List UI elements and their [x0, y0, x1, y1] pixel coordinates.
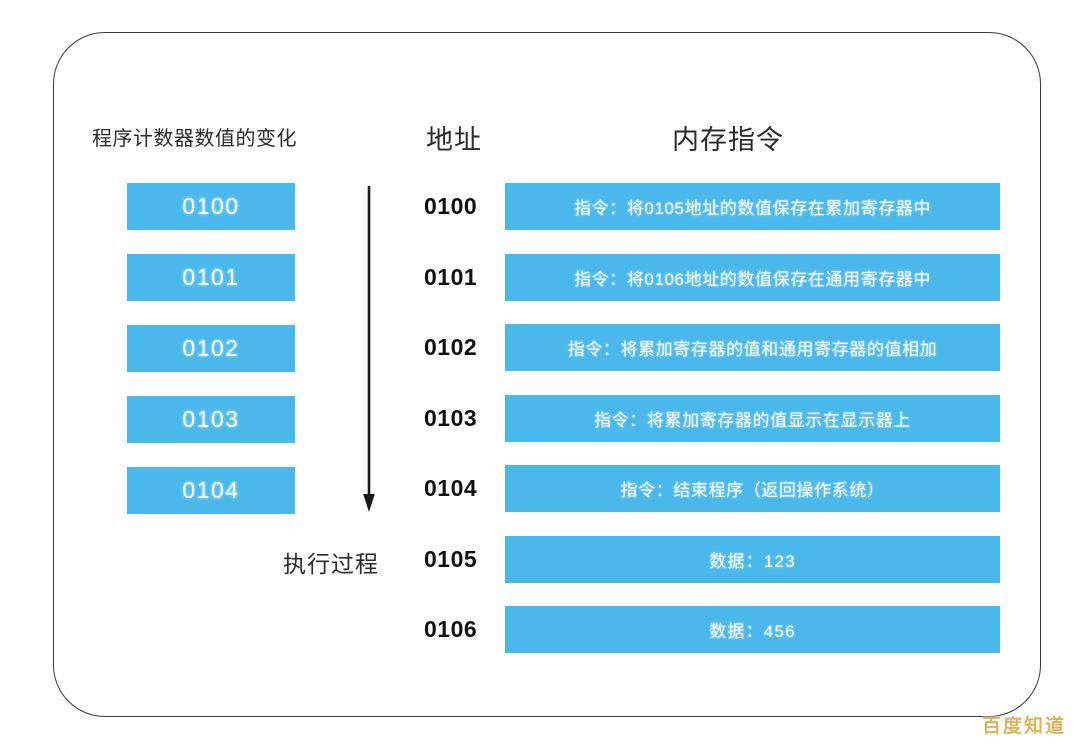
table-row: 0106 数据：456 — [424, 606, 1000, 653]
memory-content-text: 指令：将0105地址的数值保存在累加寄存器中 — [573, 199, 932, 218]
program-counter-value: 0103 — [182, 406, 240, 432]
program-counter-box: 0104 — [127, 467, 295, 514]
memory-content-text: 指令：结束程序（返回操作系统） — [620, 481, 885, 500]
down-arrow-icon — [363, 186, 375, 512]
memory-content-text: 指令：将0106地址的数值保存在通用寄存器中 — [573, 269, 932, 289]
table-row: 0102 指令：将累加寄存器的值和通用寄存器的值相加 — [424, 324, 1000, 371]
memory-instruction-bar: 指令：将0105地址的数值保存在累加寄存器中 — [505, 183, 1000, 230]
memory-address: 0106 — [424, 616, 478, 642]
program-counter-value: 0102 — [182, 335, 240, 361]
memory-instruction-bar: 指令：结束程序（返回操作系统） — [505, 465, 1000, 512]
memory-address: 0101 — [424, 263, 478, 290]
program-counter-box: 0100 — [127, 183, 295, 230]
program-counter-box-list: 0100 0101 0102 0103 0104 — [127, 183, 295, 514]
address-column-header: 地址 — [426, 125, 482, 155]
memory-content-text: 数据：123 — [709, 551, 796, 571]
memory-instruction-bar: 指令：将累加寄存器的值和通用寄存器的值相加 — [505, 324, 1000, 371]
memory-data-bar: 数据：123 — [505, 535, 1000, 583]
memory-content-text: 指令：将累加寄存器的值显示在显示器上 — [594, 410, 911, 430]
memory-address: 0104 — [424, 475, 478, 501]
program-counter-box: 0103 — [127, 396, 295, 443]
memory-address: 0105 — [424, 545, 478, 572]
memory-row-list: 0100 指令：将0105地址的数值保存在累加寄存器中 0101 指令：将010… — [424, 183, 1000, 653]
table-row: 0104 指令：结束程序（返回操作系统） — [424, 465, 1000, 512]
memory-data-bar: 数据：456 — [505, 606, 1000, 653]
watermark: 百度知道 — [981, 716, 1066, 737]
program-counter-value: 0101 — [182, 264, 240, 290]
program-counter-box: 0101 — [127, 254, 295, 301]
memory-address: 0102 — [424, 334, 478, 360]
memory-address: 0100 — [424, 193, 478, 219]
table-row: 0105 数据：123 — [424, 535, 1000, 583]
table-row: 0103 指令：将累加寄存器的值显示在显示器上 — [424, 394, 1000, 442]
program-counter-box: 0102 — [127, 325, 295, 372]
memory-instruction-column-header: 内存指令 — [672, 125, 784, 155]
memory-address: 0103 — [424, 404, 478, 431]
program-counter-column-header: 程序计数器数值的变化 — [92, 128, 297, 150]
memory-content-text: 数据：456 — [709, 622, 796, 641]
outer-rounded-frame — [53, 32, 1041, 717]
memory-instruction-bar: 指令：将0106地址的数值保存在通用寄存器中 — [505, 253, 1000, 301]
table-row: 0100 指令：将0105地址的数值保存在累加寄存器中 — [424, 183, 1000, 230]
program-counter-value: 0104 — [182, 477, 240, 503]
memory-instruction-bar: 指令：将累加寄存器的值显示在显示器上 — [505, 394, 1000, 442]
execution-process-label: 执行过程 — [283, 551, 379, 577]
program-counter-value: 0100 — [182, 193, 240, 219]
table-row: 0101 指令：将0106地址的数值保存在通用寄存器中 — [424, 253, 1000, 301]
memory-content-text: 指令：将累加寄存器的值和通用寄存器的值相加 — [567, 340, 938, 359]
